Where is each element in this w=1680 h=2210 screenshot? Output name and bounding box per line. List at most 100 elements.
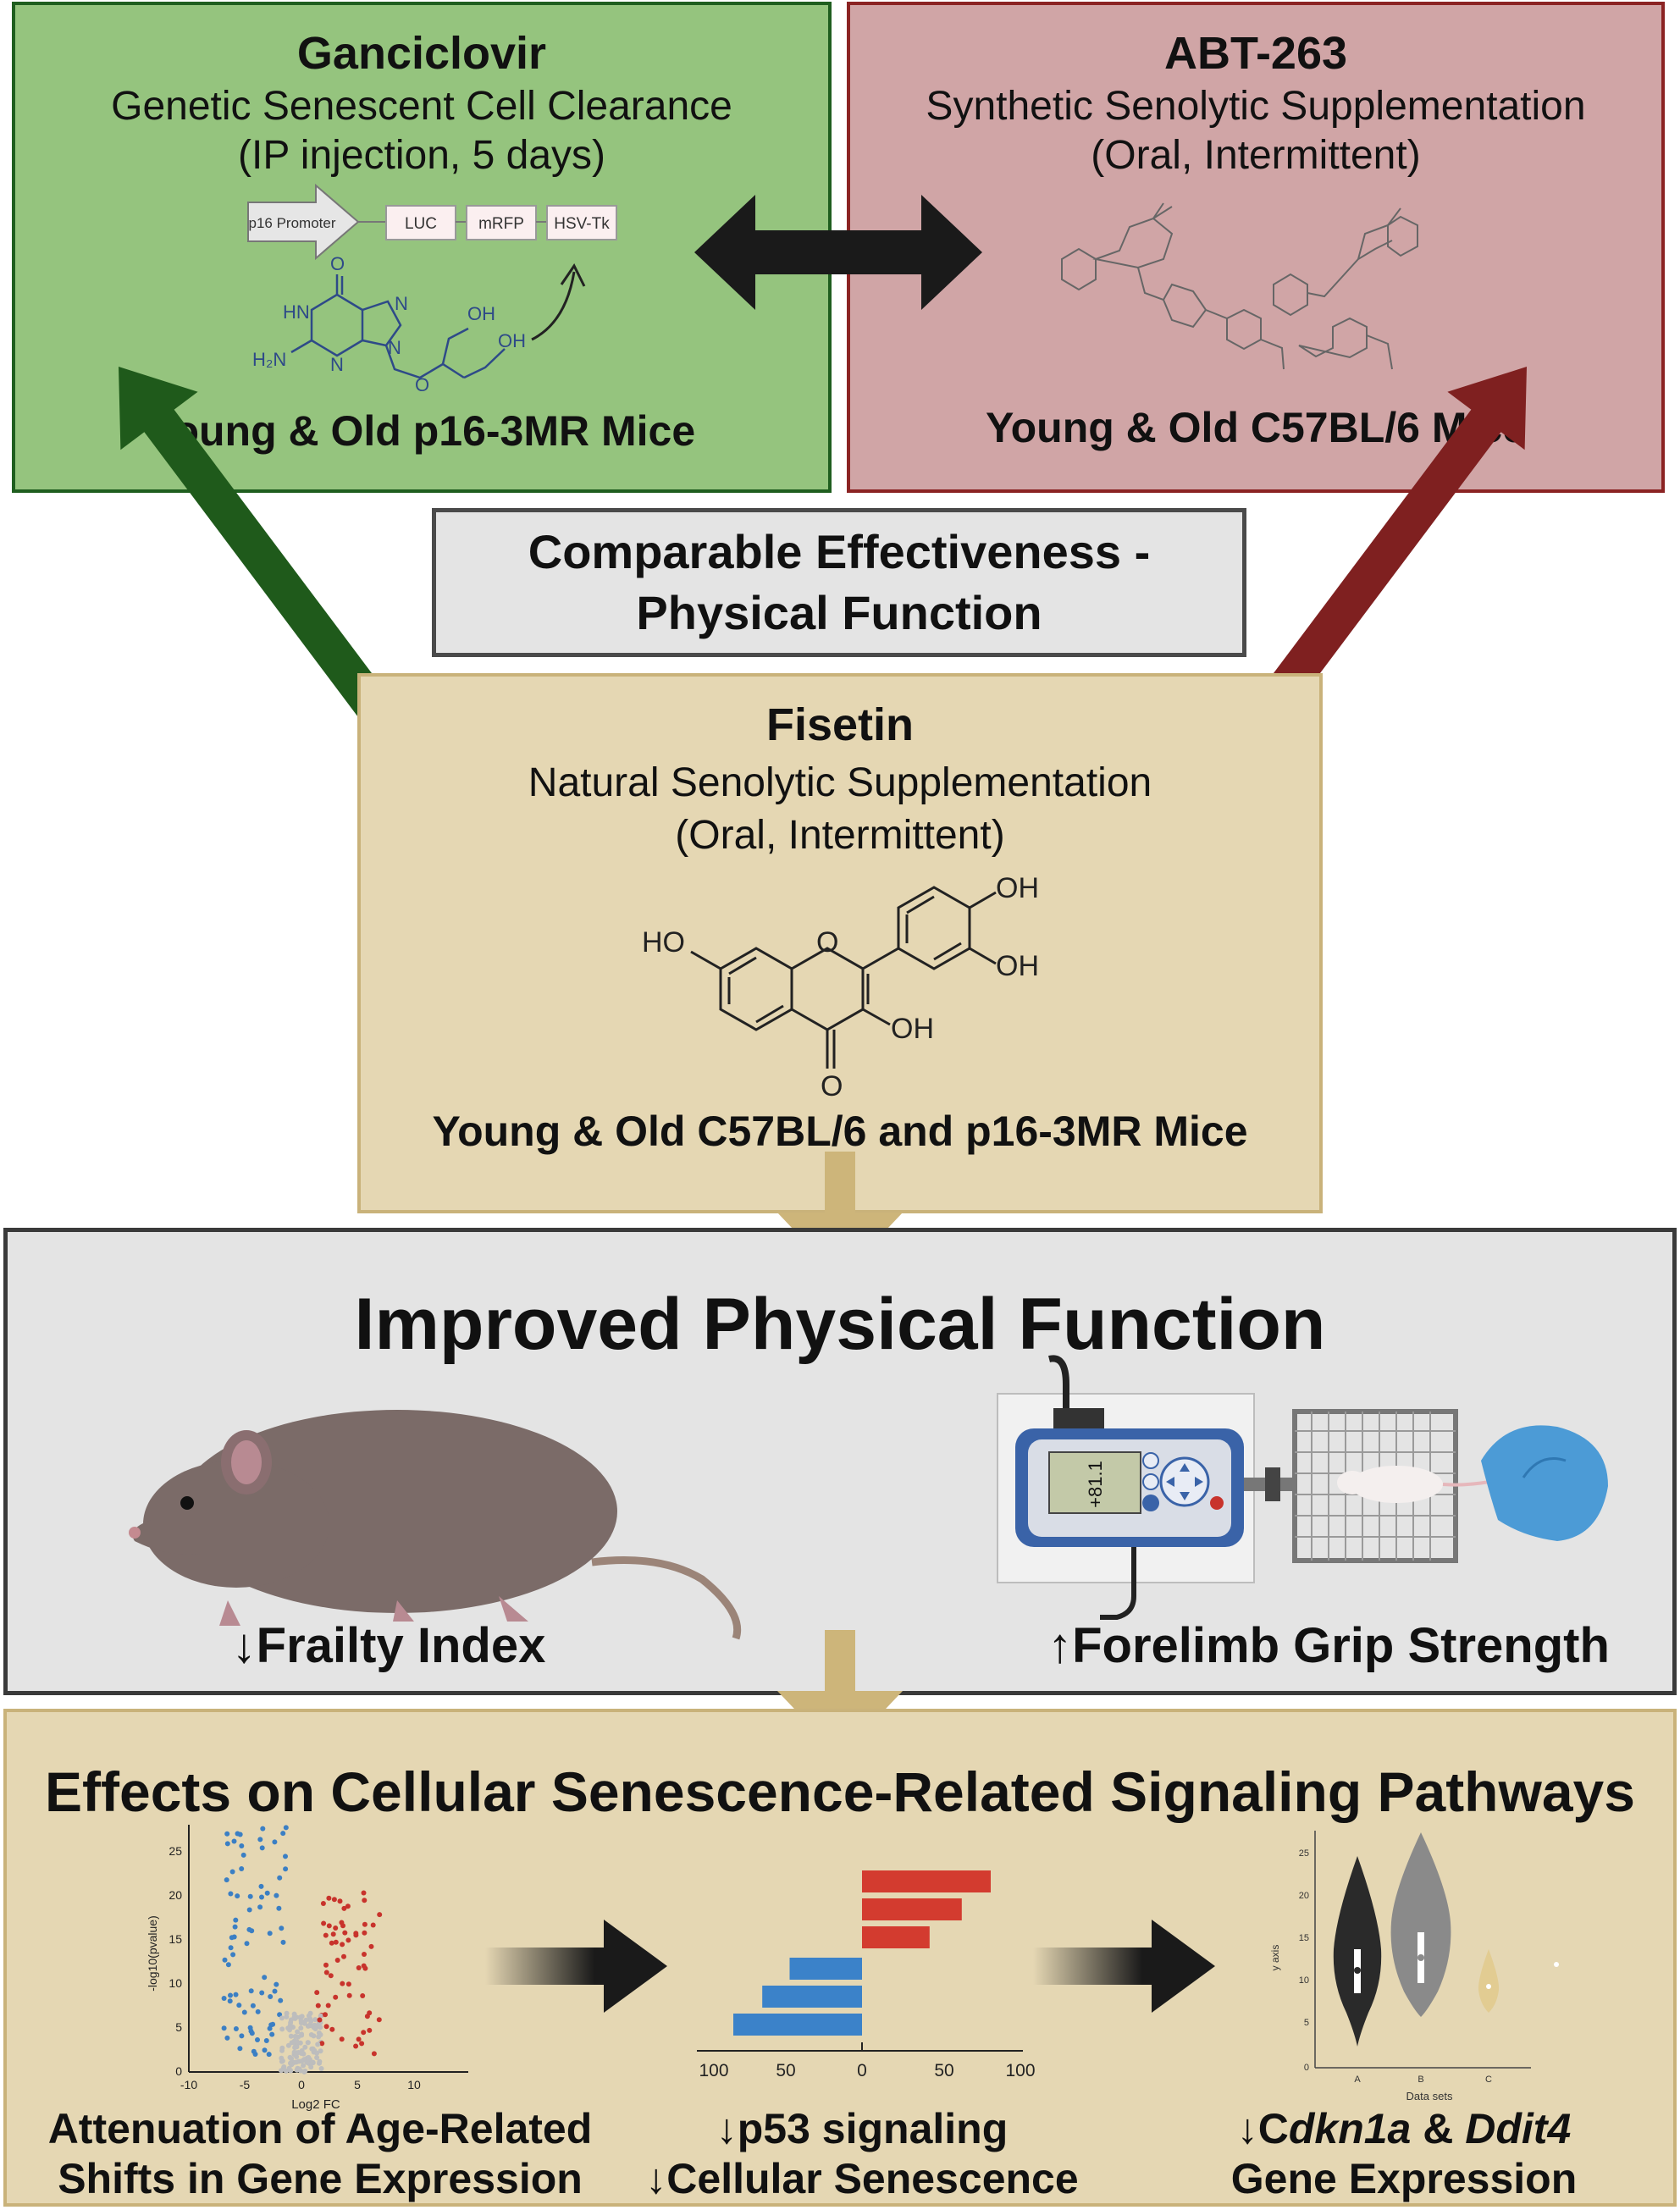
volcano-point bbox=[250, 2003, 256, 2008]
volcano-point bbox=[368, 1943, 374, 1949]
volcano-point bbox=[308, 2019, 314, 2025]
caption-gene-expression-l1: Attenuation of Age-Related bbox=[47, 2105, 593, 2152]
volcano-point bbox=[251, 2048, 257, 2054]
atom-ho: HO bbox=[642, 926, 685, 959]
volcano-point bbox=[279, 2045, 285, 2051]
volcano-point bbox=[260, 1826, 266, 1832]
volcano-point bbox=[286, 2065, 292, 2071]
volcano-ytick: 25 bbox=[169, 1844, 182, 1858]
volcano-point bbox=[232, 1924, 238, 1930]
volcano-point bbox=[356, 2036, 362, 2042]
volcano-point bbox=[259, 1894, 264, 1900]
volcano-ytick: 5 bbox=[175, 2020, 182, 2034]
violin-ytick: 15 bbox=[1299, 1933, 1309, 1943]
volcano-point bbox=[225, 1962, 231, 1968]
volcano-point bbox=[291, 2038, 297, 2044]
comparable-effectiveness-box: Comparable Effectiveness - Physical Func… bbox=[432, 508, 1246, 657]
volcano-point bbox=[258, 1883, 264, 1889]
atom-o-bottom: O bbox=[821, 1070, 843, 1102]
caption-cdkn1a-prefix: ↓C bbox=[1236, 2105, 1289, 2152]
volcano-point bbox=[299, 2051, 304, 2056]
volcano-point bbox=[323, 2012, 328, 2018]
atom-oh-top: OH bbox=[996, 872, 1039, 904]
volcano-point bbox=[323, 2024, 329, 2030]
violin-ytick: 25 bbox=[1299, 1848, 1309, 1859]
bar-axis-tick: 100 bbox=[699, 2061, 728, 2080]
volcano-point bbox=[330, 1931, 336, 1937]
construct-luc: LUC bbox=[405, 215, 437, 233]
volcano-point bbox=[288, 2033, 294, 2039]
volcano-xlabel: Log2 FC bbox=[291, 2097, 340, 2112]
volcano-point bbox=[362, 1965, 368, 1971]
volcano-point bbox=[367, 2010, 373, 2016]
violin-ytick: 0 bbox=[1304, 2063, 1309, 2073]
volcano-point bbox=[340, 1981, 345, 1986]
volcano-point bbox=[311, 2025, 317, 2030]
volcano-point bbox=[329, 2026, 335, 2032]
violin-category: A bbox=[1354, 2075, 1361, 2085]
volcano-point bbox=[279, 2026, 285, 2032]
fisetin-to-improved-arrow bbox=[777, 1152, 903, 1279]
volcano-point bbox=[362, 1930, 368, 1936]
volcano-point bbox=[247, 1893, 253, 1899]
volcano-point bbox=[370, 1922, 376, 1928]
volcano-point bbox=[303, 2017, 309, 2023]
atom-oh-low: OH bbox=[891, 1013, 934, 1045]
volcano-point bbox=[262, 1975, 268, 1981]
volcano-point bbox=[314, 1990, 320, 1996]
caption-p53-l1: ↓p53 signaling bbox=[716, 2105, 1009, 2152]
volcano-point bbox=[224, 1831, 230, 1837]
effects-title: Effects on Cellular Senescence-Related S… bbox=[45, 1760, 1635, 1823]
violin-plot: 25 20 15 10 5 0 y axis A B C Data sets bbox=[1269, 1831, 1559, 2102]
volcano-point bbox=[276, 1905, 282, 1911]
volcano-point bbox=[315, 2003, 321, 2008]
bar-red bbox=[862, 1926, 930, 1948]
volcano-point bbox=[221, 2025, 227, 2031]
construct-promoter: p16 Promoter bbox=[249, 215, 336, 231]
violin-c bbox=[1478, 1949, 1500, 2013]
volcano-point bbox=[298, 2020, 304, 2025]
volcano-ytick: 20 bbox=[169, 1888, 182, 1902]
mouse-illustration bbox=[129, 1410, 742, 1640]
improved-physical-function-panel: Improved Physical Function +81.1 bbox=[3, 1228, 1677, 1695]
caption-cdkn1a-gene: dkn1a bbox=[1288, 2105, 1412, 2152]
violin-b bbox=[1390, 1832, 1451, 2017]
volcano-xtick: 0 bbox=[298, 2078, 305, 2091]
p16-construct-diagram: p16 Promoter LUC mRFP HSV-Tk bbox=[247, 183, 617, 261]
volcano-point bbox=[259, 1990, 265, 1996]
volcano-point bbox=[306, 2013, 312, 2019]
fisetin-structure: HO O OH OH OH O bbox=[642, 872, 1039, 1102]
ganciclovir-detail: (IP injection, 5 days) bbox=[238, 133, 605, 178]
improved-title: Improved Physical Function bbox=[354, 1284, 1326, 1365]
volcano-point bbox=[224, 1841, 230, 1847]
volcano-point bbox=[287, 2027, 292, 2033]
ganciclovir-structure: O HN N N N H₂N OH OH O bbox=[252, 253, 586, 395]
volcano-point bbox=[231, 1838, 237, 1844]
abt263-structure bbox=[1061, 202, 1418, 370]
volcano-point bbox=[299, 2014, 305, 2019]
volcano-point bbox=[249, 2030, 255, 2036]
abt263-title: ABT-263 bbox=[1163, 28, 1348, 79]
volcano-point bbox=[278, 1997, 284, 2003]
volcano-point bbox=[267, 2025, 273, 2031]
volcano-point bbox=[257, 1904, 263, 1910]
fisetin-title: Fisetin bbox=[765, 699, 915, 750]
volcano-point bbox=[315, 2041, 321, 2047]
violin-category: C bbox=[1485, 2075, 1492, 2085]
atom-oh2: OH bbox=[498, 330, 526, 351]
violin-ylabel: y axis bbox=[1269, 1945, 1281, 1971]
meter-reading: +81.1 bbox=[1085, 1461, 1106, 1508]
caption-cdkn1a-l1: ↓Cdkn1a & Ddit4 bbox=[1133, 2104, 1675, 2153]
volcano-point bbox=[376, 2017, 382, 2023]
volcano-point bbox=[255, 2037, 260, 2042]
volcano-point bbox=[279, 2015, 285, 2021]
volcano-point bbox=[302, 2068, 308, 2074]
volcano-point bbox=[229, 1935, 235, 1941]
volcano-point bbox=[333, 1925, 339, 1931]
volcano-point bbox=[318, 2048, 323, 2054]
volcano-point bbox=[237, 2046, 243, 2052]
volcano-point bbox=[264, 1890, 270, 1896]
volcano-point bbox=[301, 2057, 307, 2063]
volcano-point bbox=[345, 1981, 351, 1987]
volcano-point bbox=[239, 2033, 245, 2039]
